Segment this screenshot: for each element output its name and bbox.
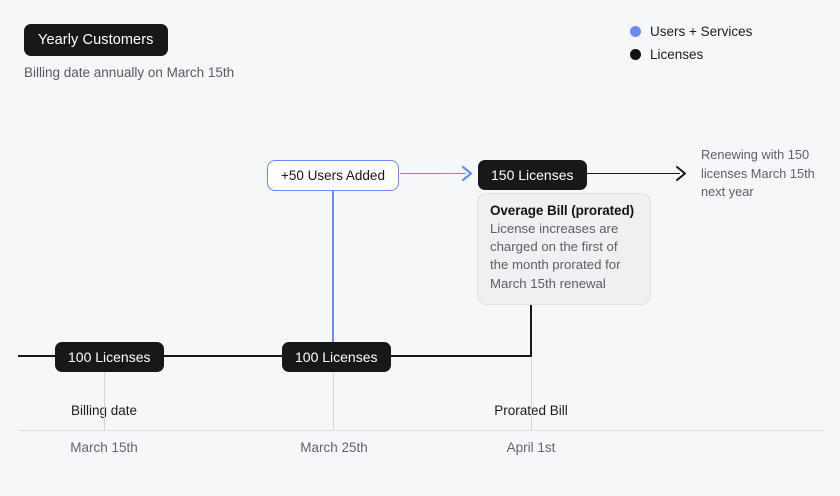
- axis-date-march-15: March 15th: [70, 440, 138, 455]
- timeline-axis: [18, 430, 825, 431]
- page-title: Yearly Customers: [24, 24, 168, 56]
- timeline-segment-middle: [152, 355, 284, 357]
- node-users-added[interactable]: +50 Users Added: [267, 160, 399, 191]
- node-100-licenses-start[interactable]: 100 Licenses: [55, 342, 164, 372]
- overage-bill-card: Overage Bill (prorated) License increase…: [477, 193, 651, 305]
- circle-icon: [630, 26, 641, 37]
- timeline-segment-end: [381, 355, 532, 357]
- node-150-licenses[interactable]: 150 Licenses: [478, 160, 587, 190]
- legend-item-licenses: Licenses: [630, 47, 752, 62]
- axis-tick-april-1: [531, 358, 532, 430]
- timeline-segment-start: [18, 355, 58, 357]
- overage-bill-body: License increases are charged on the fir…: [490, 221, 621, 291]
- axis-tick-march-25: [333, 372, 334, 430]
- arrow-head-dark-icon: [676, 166, 686, 181]
- renewal-note: Renewing with 150 licenses March 15th ne…: [701, 147, 815, 200]
- connector-users-added-horizontal: [400, 172, 466, 175]
- legend-item-users-services: Users + Services: [630, 24, 752, 39]
- circle-icon: [630, 49, 641, 60]
- axis-date-march-25: March 25th: [300, 440, 368, 455]
- legend: Users + Services Licenses: [630, 24, 752, 62]
- axis-date-april-1: April 1st: [506, 440, 556, 455]
- node-100-licenses-mid[interactable]: 100 Licenses: [282, 342, 391, 372]
- overage-bill-title: Overage Bill (prorated): [490, 203, 634, 218]
- connector-prorated-vertical: [530, 293, 533, 356]
- arrow-head-blue-icon: [461, 165, 473, 182]
- legend-item-label: Licenses: [650, 47, 704, 62]
- connector-users-added-vertical: [332, 189, 334, 345]
- connector-renewal-line: [583, 172, 680, 175]
- legend-item-label: Users + Services: [650, 24, 753, 39]
- page-subtitle: Billing date annually on March 15th: [24, 65, 235, 80]
- axis-tick-march-15: [104, 372, 105, 430]
